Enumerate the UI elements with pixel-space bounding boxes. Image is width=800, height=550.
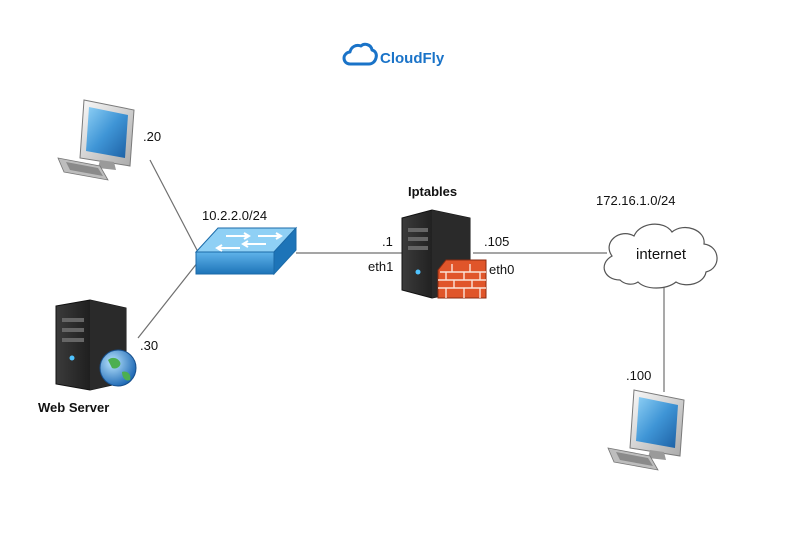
iptables-eth1-ip: .1 <box>382 234 393 249</box>
internet-network-label: 172.16.1.0/24 <box>596 193 676 208</box>
web-server-ip: .30 <box>140 338 158 353</box>
cloud-icon <box>603 223 718 289</box>
connection-lines <box>137 159 665 392</box>
link-webserver-switch <box>137 261 199 339</box>
internet-label: internet <box>636 246 687 263</box>
server-globe-icon <box>55 299 137 391</box>
pc-top-ip: .20 <box>143 129 161 144</box>
desktop-computer-icon <box>607 389 685 471</box>
iptables-eth0-ip: .105 <box>484 234 509 249</box>
iptables-eth0-name: eth0 <box>489 262 514 277</box>
desktop-computer-icon <box>57 99 135 181</box>
pc-right-ip: .100 <box>626 368 651 383</box>
iptables-label: Iptables <box>408 184 457 199</box>
link-pc-top-switch <box>149 159 199 253</box>
cloud-logo-icon <box>342 42 378 66</box>
brand-name: CloudFly <box>380 50 445 67</box>
switch-network-label: 10.2.2.0/24 <box>202 208 267 223</box>
iptables-eth1-name: eth1 <box>368 259 393 274</box>
brand-header: CloudFly <box>342 42 445 67</box>
server-firewall-icon <box>401 209 487 299</box>
web-server-label: Web Server <box>38 400 109 415</box>
network-switch-icon <box>194 226 298 276</box>
